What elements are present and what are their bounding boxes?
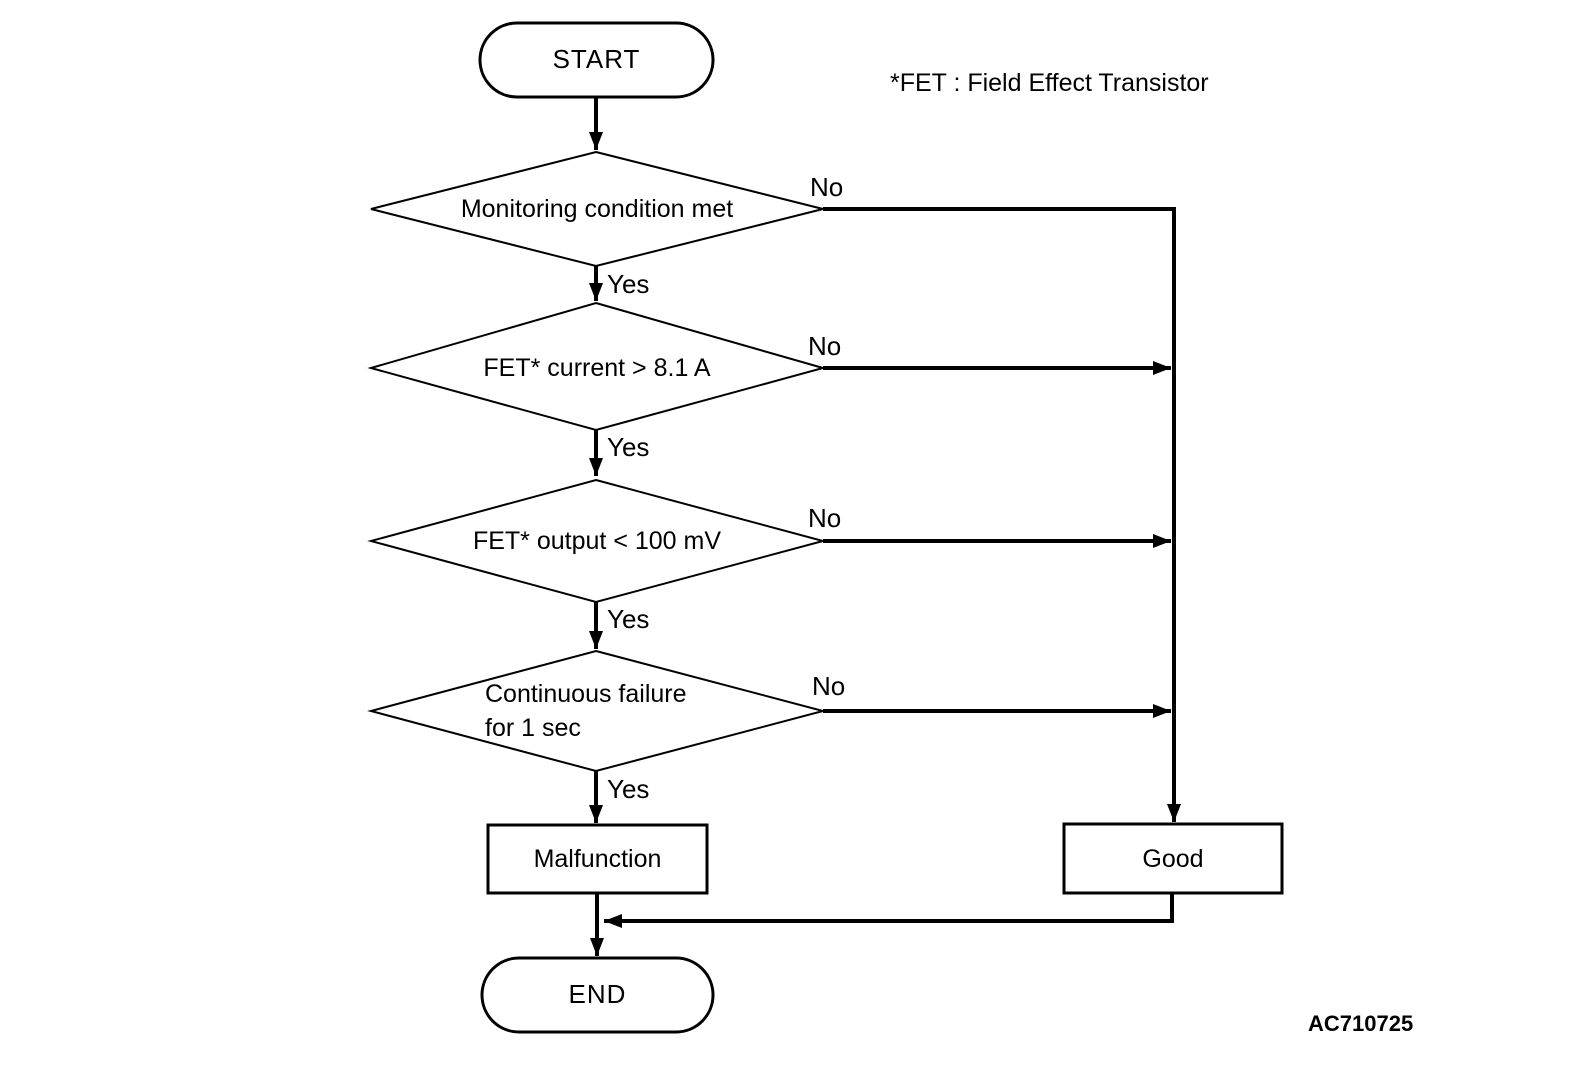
decision-2-shape	[367, 301, 827, 432]
connector-good-merge	[604, 893, 1174, 928]
decision-4-label: Continuous failure for 1 sec	[485, 680, 687, 742]
malfunction-label: Malfunction	[533, 845, 662, 873]
good-label: Good	[1142, 844, 1204, 873]
decision-2-no-label: No	[808, 331, 842, 361]
end-label: END	[568, 979, 627, 1010]
connector-no1-to-good	[823, 207, 1181, 822]
decision-2-label: FET* current > 8.1 A	[483, 354, 711, 382]
decision-1-shape	[370, 150, 824, 268]
start-label: START	[552, 44, 641, 75]
malfunction-node-shape	[486, 823, 709, 895]
decision-2-yes-label: Yes	[607, 432, 650, 462]
end-node-shape	[480, 956, 715, 1034]
decision-1-yes-label: Yes	[607, 269, 650, 299]
decision-1-label: Monitoring condition met	[460, 195, 734, 223]
decision-3-shape	[367, 478, 827, 604]
decision-1-no-label: No	[810, 172, 844, 202]
decision-4-yes-label: Yes	[607, 774, 650, 804]
start-node-shape	[478, 21, 715, 99]
fet-note: *FET : Field Effect Transistor	[890, 69, 1209, 97]
decision-3-yes-label: Yes	[607, 604, 650, 634]
decision-4-shape	[367, 649, 827, 773]
figure-code-label: AC710725	[1308, 1011, 1414, 1036]
decision-3-no-label: No	[808, 503, 842, 533]
decision-3-label: FET* output < 100 mV	[472, 527, 722, 555]
good-node-shape	[1062, 822, 1284, 895]
decision-4-no-label: No	[812, 671, 846, 701]
